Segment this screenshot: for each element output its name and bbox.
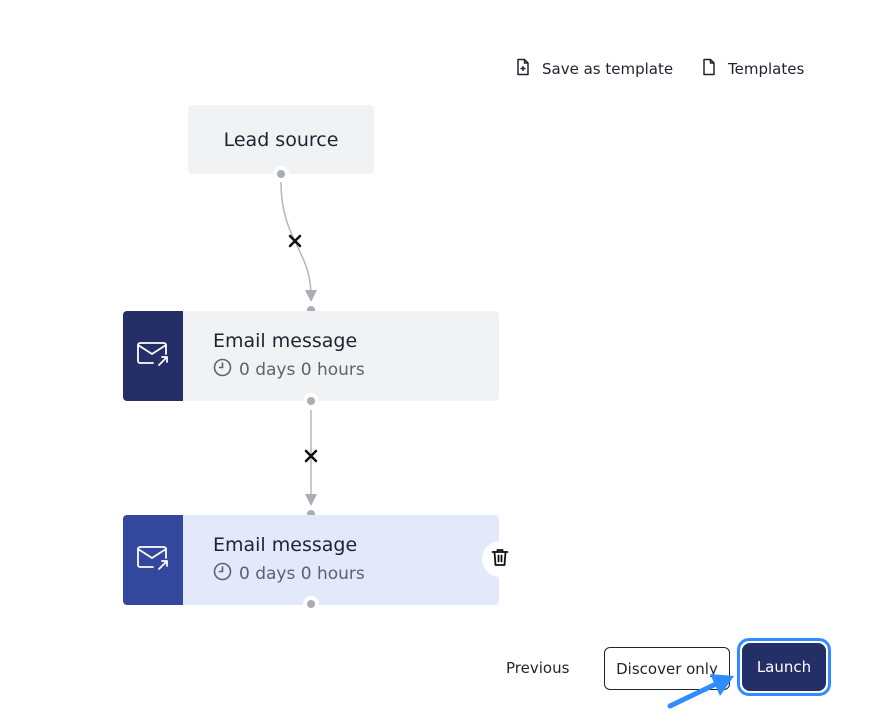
save-as-template-button[interactable]: Save as template — [514, 58, 673, 80]
clock-icon — [213, 562, 232, 586]
trash-icon — [491, 548, 509, 571]
email-node-1-title: Email message — [213, 330, 358, 352]
templates-label: Templates — [728, 60, 805, 78]
close-icon — [288, 233, 302, 252]
remove-connection-1-button[interactable] — [287, 234, 303, 250]
mail-send-icon — [136, 340, 170, 372]
email-node-2-icon-box — [123, 515, 183, 605]
remove-connection-2-button[interactable] — [303, 449, 319, 465]
discover-only-button[interactable]: Discover only — [604, 647, 730, 690]
file-icon — [700, 58, 718, 80]
lead-source-label: Lead source — [223, 128, 339, 151]
file-plus-icon — [514, 58, 532, 80]
clock-icon — [213, 358, 232, 382]
close-icon — [304, 448, 318, 467]
email-node-1-delay: 0 days 0 hours — [239, 360, 365, 380]
lead-source-node[interactable]: Lead source — [188, 105, 374, 174]
connector-line-1 — [280, 181, 317, 302]
delete-node-button[interactable] — [482, 541, 518, 577]
launch-button[interactable]: Launch — [742, 643, 826, 691]
email-message-node-2[interactable]: Email message 0 days 0 hours — [123, 515, 499, 605]
email-node-2-output-port[interactable] — [303, 596, 319, 612]
previous-button[interactable]: Previous — [506, 659, 570, 677]
pointer-arrow-icon — [667, 674, 734, 709]
mail-send-icon — [136, 544, 170, 576]
email-node-2-delay: 0 days 0 hours — [239, 564, 365, 584]
lead-source-output-port[interactable] — [273, 166, 289, 182]
email-message-node-1[interactable]: Email message 0 days 0 hours — [123, 311, 499, 401]
email-node-2-title: Email message — [213, 534, 358, 556]
templates-button[interactable]: Templates — [700, 58, 804, 80]
email-node-1-icon-box — [123, 311, 183, 401]
launch-focus-ring — [737, 638, 831, 696]
save-as-template-label: Save as template — [542, 60, 674, 78]
email-node-1-output-port[interactable] — [303, 393, 319, 409]
